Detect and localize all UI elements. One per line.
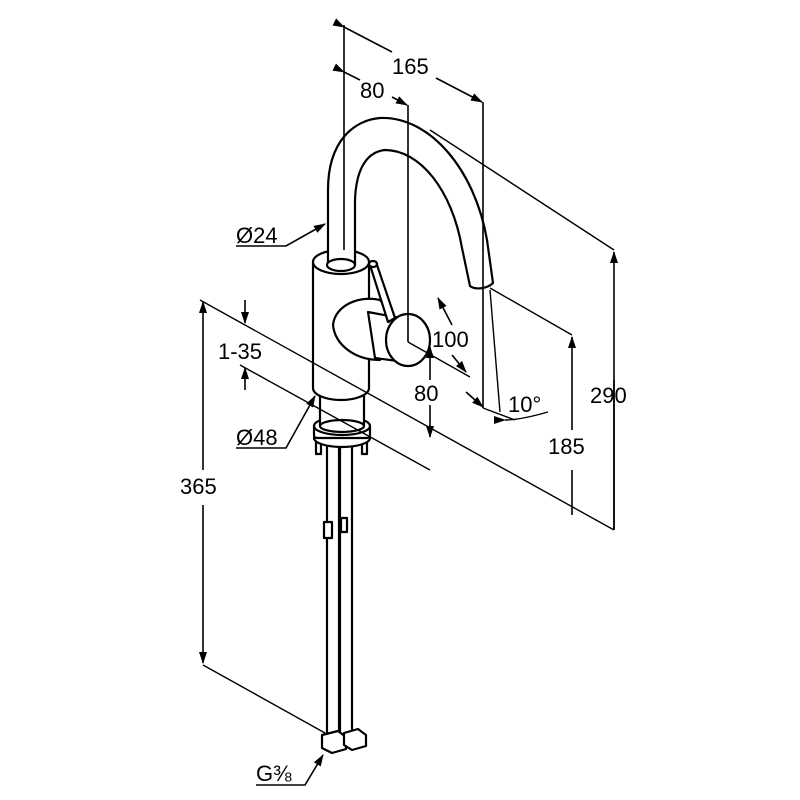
dim-d24: Ø24 bbox=[236, 223, 278, 248]
mounting-base bbox=[312, 390, 372, 456]
supply-hoses bbox=[320, 443, 368, 755]
dimension-lines bbox=[199, 18, 618, 786]
dim-185: 185 bbox=[548, 434, 585, 459]
dim-365: 365 bbox=[180, 474, 217, 499]
hose-nut-right bbox=[342, 727, 368, 752]
lever-handle bbox=[331, 259, 432, 368]
dim-d48: Ø48 bbox=[236, 425, 278, 450]
spout bbox=[325, 116, 495, 290]
dim-80-reach: 80 bbox=[360, 78, 384, 103]
hose-nut-left bbox=[320, 729, 348, 755]
dim-100: 100 bbox=[432, 327, 469, 352]
dim-g38: G⅜ bbox=[256, 761, 292, 786]
dim-80-height: 80 bbox=[414, 381, 438, 406]
dim-1-35: 1-35 bbox=[218, 339, 262, 364]
dim-angle-10: 10° bbox=[508, 392, 541, 417]
dim-165: 165 bbox=[392, 54, 429, 79]
dim-290: 290 bbox=[590, 383, 627, 408]
